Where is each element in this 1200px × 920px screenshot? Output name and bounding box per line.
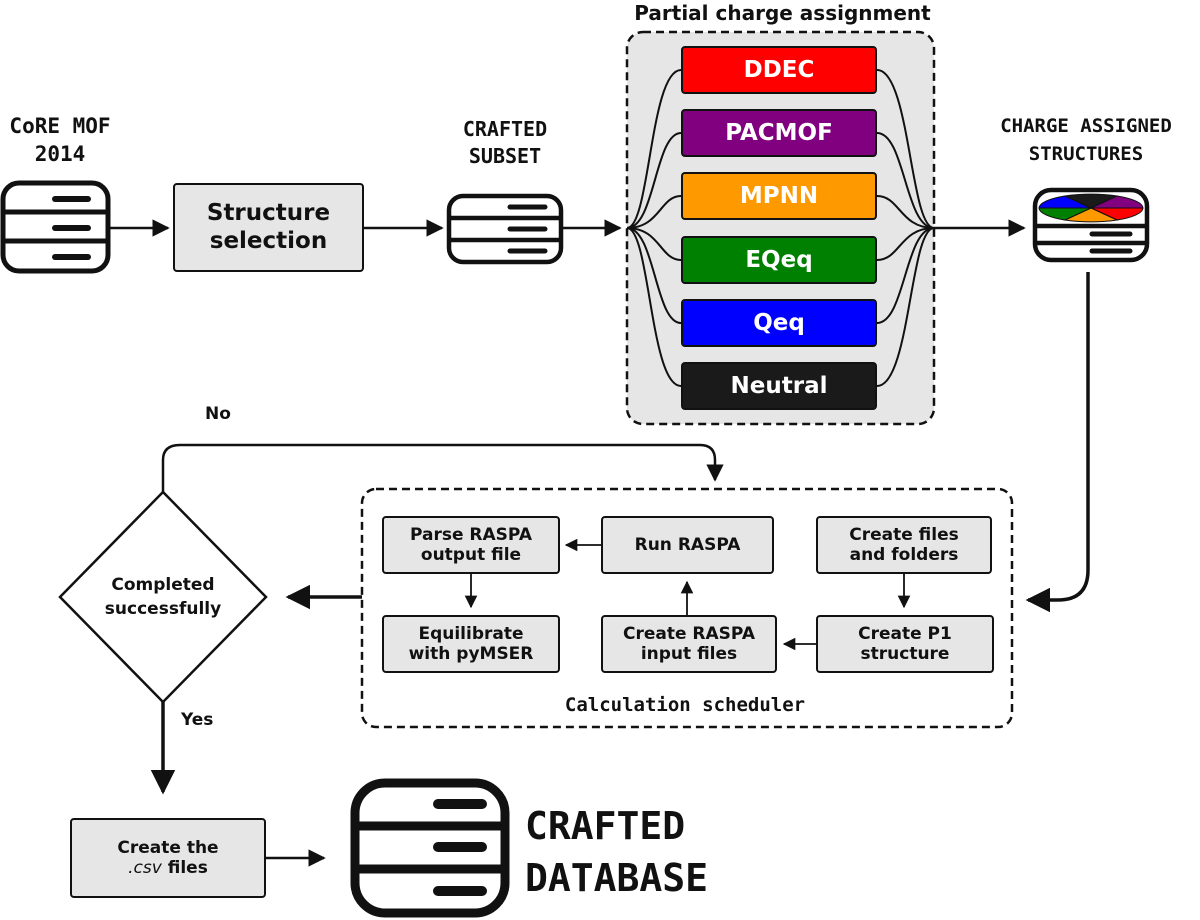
create-raspa-input-box: Create RASPA input files [601,615,777,673]
equilibrate-line1: Equilibrate [418,623,524,644]
equilibrate-line2: with pyMSER [408,644,534,664]
parse-raspa-line1: Parse RASPA [410,524,532,545]
yes-label: Yes [181,710,214,730]
run-raspa-box: Run RASPA [601,516,774,574]
scheduler-arrows [464,538,911,651]
core-mof-database-icon [0,180,111,274]
core-mof-label-line1: CoRE MOF [9,114,111,138]
charge-method-label: MPNN [739,183,819,209]
create-p1-line1: Create P1 [858,623,952,644]
create-p1-line2: structure [860,644,950,664]
charge-method-qeq: Qeq [681,299,877,347]
run-raspa-line1: Run RASPA [634,534,741,555]
create-files-line2: and folders [849,545,959,565]
create-files-folders-box: Create files and folders [816,516,992,574]
charge-assigned-line1: CHARGE ASSIGNED [1000,115,1172,137]
fanout-wires [626,69,935,387]
structure-selection-box: Structure selection [173,183,364,272]
charge-method-eqeq: EQeq [681,236,877,284]
crafted-database-icon [350,778,510,918]
crafted-database-label: CRAFTED DATABASE [525,800,708,904]
charge-method-neutral: Neutral [681,362,877,410]
crafted-database-line2: DATABASE [525,856,709,900]
crafted-subset-line1: CRAFTED [462,117,548,141]
core-mof-label-line2: 2014 [34,142,86,166]
create-raspa-input-line2: input files [640,644,738,664]
charge-method-label: EQeq [745,247,813,273]
create-csv-files-word: files [161,858,208,878]
charge-method-label: PACMOF [725,120,833,146]
flow-arrows [108,219,1090,867]
parse-raspa-output-box: Parse RASPA output file [382,516,560,574]
crafted-subset-label: CRAFTED SUBSET [440,116,570,170]
completed-successfully-diamond [58,490,268,704]
equilibrate-pymser-box: Equilibrate with pyMSER [382,615,560,673]
create-csv-files-box: Create the .csv files [70,818,266,898]
charge-method-label: Qeq [753,310,805,336]
charge-method-label: Neutral [730,373,828,399]
create-files-line1: Create files [849,524,959,545]
create-raspa-input-line1: Create RASPA [623,623,755,644]
crafted-database-line1: CRAFTED [525,804,686,848]
crafted-subset-database-icon [446,193,564,265]
create-csv-line1: Create the [117,837,219,858]
no-label: No [205,404,231,424]
partial-charge-title: Partial charge assignment [634,1,931,25]
decision-line2: successfully [104,599,222,619]
create-csv-line2: .csv files [117,858,218,878]
charge-method-pacmof: PACMOF [681,109,877,157]
charge-assigned-database-icon [1032,187,1150,263]
decision-label: Completed successfully [80,573,246,621]
core-mof-label: CoRE MOF 2014 [0,112,120,168]
decision-line1: Completed [111,575,215,595]
crafted-subset-line2: SUBSET [468,144,542,168]
create-p1-structure-box: Create P1 structure [816,615,994,673]
structure-selection-line1: Structure [206,199,331,226]
structure-selection-line2: selection [209,227,328,254]
csv-extension: .csv [128,858,162,878]
charge-assigned-line2: STRUCTURES [1028,143,1144,165]
charge-method-ddec: DDEC [681,46,877,94]
charge-method-label: DDEC [743,57,815,83]
parse-raspa-line2: output file [420,545,522,565]
scheduler-title: Calculation scheduler [564,694,806,716]
charge-assigned-label: CHARGE ASSIGNED STRUCTURES [972,112,1200,168]
charge-pie-icon [1038,193,1144,223]
charge-method-mpnn: MPNN [681,172,877,220]
